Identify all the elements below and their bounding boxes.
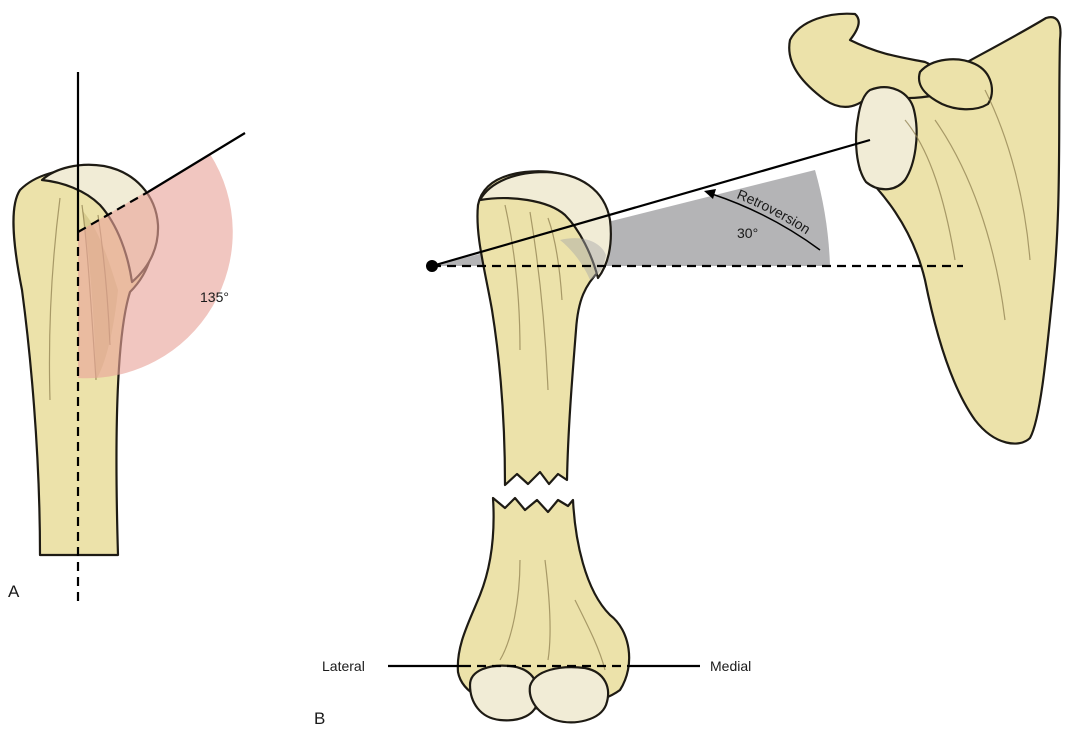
pivot-point <box>426 260 438 272</box>
lateral-label: Lateral <box>322 658 365 674</box>
inclination-angle-label: 135° <box>200 289 229 305</box>
panel-b: Retroversion 30° Lateral Medial B <box>314 14 1060 728</box>
capitulum <box>470 666 538 721</box>
trochlea <box>530 667 608 722</box>
acromion <box>789 14 940 107</box>
panel-a: 135° A <box>8 72 245 605</box>
medial-label: Medial <box>710 658 751 674</box>
panel-a-label: A <box>8 582 20 601</box>
panel-b-label: B <box>314 709 325 728</box>
scapula <box>789 14 1060 444</box>
retroversion-angle-label: 30° <box>737 225 758 241</box>
glenoid <box>856 87 917 189</box>
